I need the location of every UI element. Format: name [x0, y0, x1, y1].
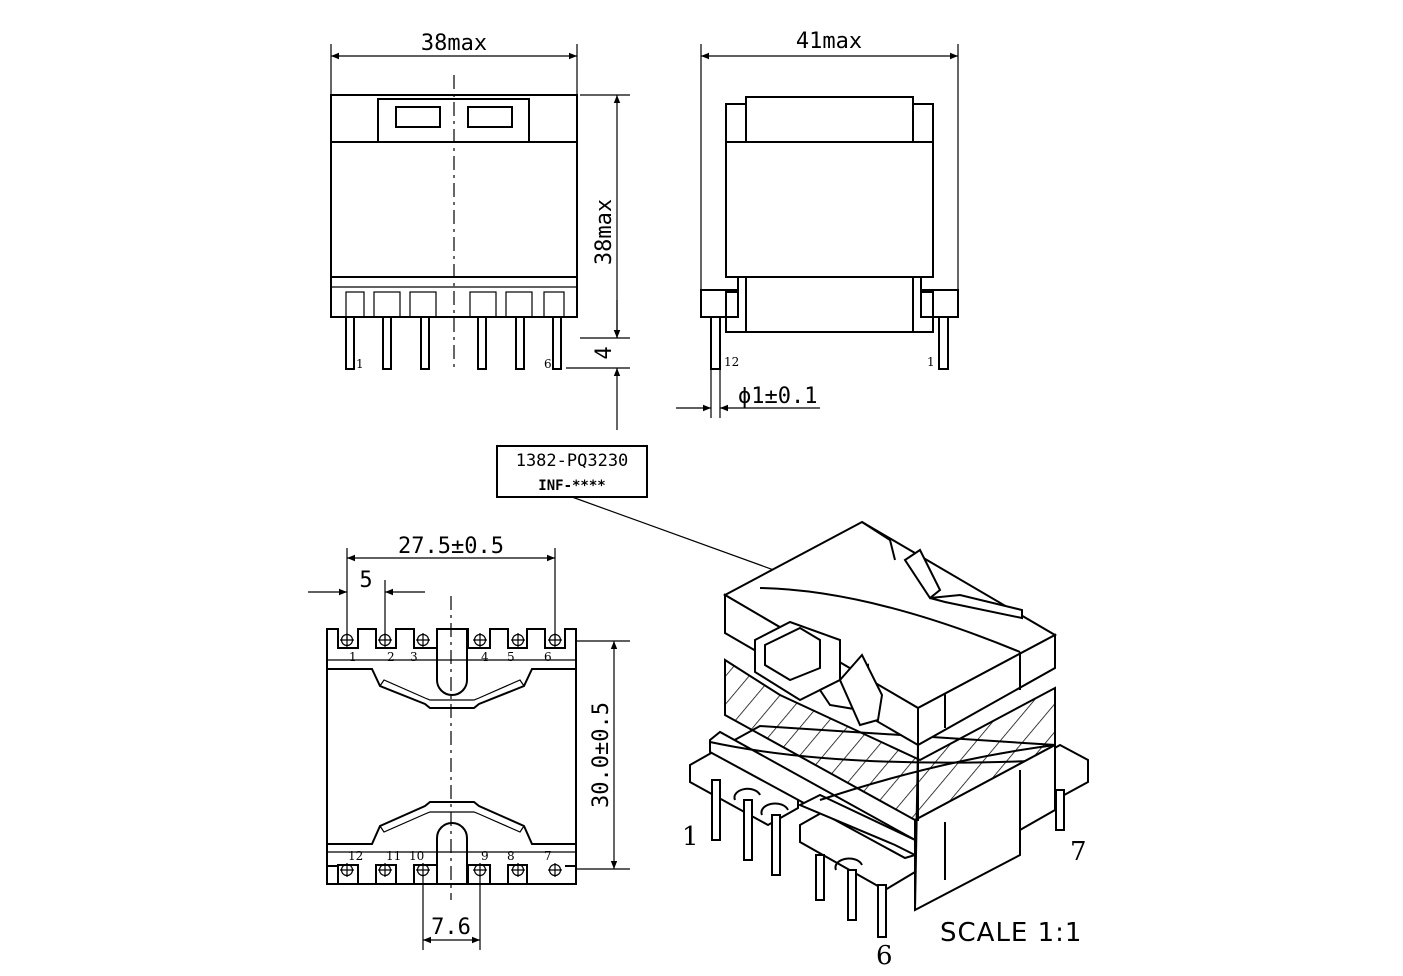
side-width-label: 41max: [796, 29, 862, 54]
front-height-label: 38max: [592, 199, 617, 265]
front-view: 38max 1 6: [330, 31, 630, 430]
marking-line-1: 1382-PQ3230: [516, 451, 629, 471]
bottom-top-pin-4: 4: [481, 650, 489, 664]
pin-pitch-label: 5: [359, 568, 372, 593]
bottom-bottom-pin-9: 9: [481, 849, 489, 863]
bottom-view: 27.5±0.5 5: [308, 534, 630, 950]
iso-pin-label-7: 7: [1070, 837, 1087, 867]
isometric-view: 1 6 7: [682, 520, 1089, 971]
iso-pin-label-1: 1: [682, 822, 699, 852]
front-pin-label-left: 1: [356, 357, 364, 371]
bottom-bottom-pin-7: 7: [544, 849, 552, 863]
bottom-top-pin-1: 1: [349, 650, 357, 664]
scale-label: SCALE 1:1: [940, 918, 1082, 948]
front-pin-length-label: 4: [592, 346, 617, 359]
side-view: 41max 12 1 ϕ1±0.1: [676, 29, 959, 418]
side-pin-diameter-label: ϕ1±0.1: [738, 384, 817, 409]
slot-width-label: 7.6: [431, 915, 471, 940]
row-spacing-label: 30.0±0.5: [589, 702, 614, 808]
bottom-top-pin-3: 3: [410, 650, 418, 664]
bottom-bottom-pin-11: 11: [386, 849, 401, 863]
bottom-bottom-pin-12: 12: [348, 849, 363, 863]
front-width-label: 38max: [421, 31, 487, 56]
bottom-top-pin-5: 5: [507, 650, 515, 664]
bottom-top-pin-2: 2: [387, 650, 395, 664]
bottom-bottom-pin-8: 8: [507, 849, 515, 863]
marking-line-2: INF-****: [538, 478, 605, 494]
side-pin-label-right: 1: [927, 355, 935, 369]
iso-pin-label-6: 6: [876, 941, 893, 971]
pin-span-label: 27.5±0.5: [398, 534, 504, 559]
front-pin-label-right: 6: [544, 357, 552, 371]
side-pin-label-left: 12: [724, 355, 739, 369]
bottom-bottom-pin-10: 10: [409, 849, 424, 863]
bottom-top-pin-6: 6: [544, 650, 552, 664]
